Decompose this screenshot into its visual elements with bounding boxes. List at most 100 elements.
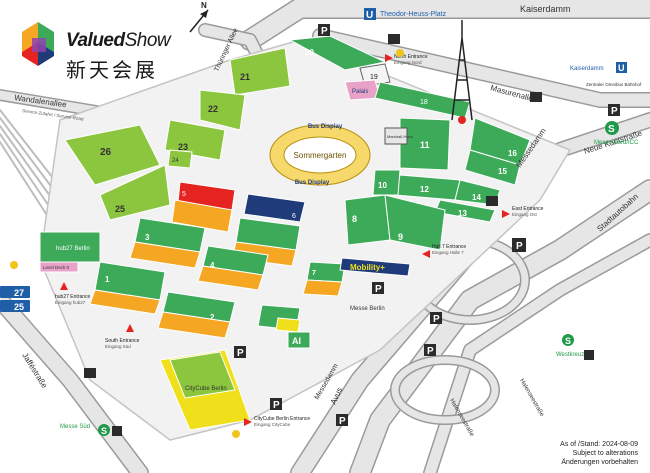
u-bahn-icon [364, 8, 376, 20]
east-entrance-label-de: Eingang Ost [512, 212, 538, 217]
svg-text:U: U [618, 63, 625, 73]
east-entrance[interactable]: East Entrance Eingang Ost [502, 206, 544, 218]
brand-logo-mark-icon [22, 22, 54, 66]
hall-9-label: 9 [398, 232, 403, 242]
hall-25-label: 25 [115, 204, 125, 214]
north-arrow-icon: N [189, 1, 209, 33]
svg-text:P: P [273, 400, 280, 411]
svg-text:P: P [339, 416, 346, 427]
hall-15-label: 15 [498, 167, 507, 176]
entrances: North Entrance Eingang Nord East Entranc… [55, 54, 544, 427]
parking-icon [318, 24, 330, 36]
hall-9[interactable] [384, 194, 446, 251]
s-bahn-icon [98, 424, 110, 436]
s-bahn-icon [562, 334, 574, 346]
ai-area[interactable] [287, 331, 311, 349]
hall-24-label: 24 [172, 158, 179, 164]
parking-icon [608, 104, 620, 116]
hall-2-orange[interactable] [157, 311, 231, 339]
parking-icons: P P P P P P P P P [234, 24, 620, 427]
accessibility-icon [112, 426, 122, 436]
citycube-entrance-label-de: Eingang CityCube [254, 422, 291, 427]
theodor-heuss-label: Theodor-Heuss-Platz [380, 11, 447, 18]
hall-15[interactable] [464, 149, 521, 186]
service-icons [10, 34, 594, 438]
hall-22[interactable] [199, 89, 246, 131]
messe-sued-station[interactable]: Messe Süd S [60, 424, 110, 436]
compass-label: N [201, 1, 207, 10]
hall-7-yellow[interactable] [275, 317, 301, 333]
parking-icon [512, 238, 526, 252]
hub27-label: hub27 Berlin [56, 246, 90, 252]
hall7-entrance[interactable]: Hall 7 Entrance Eingang Halle 7 [422, 244, 466, 258]
entrance-arrow-icon [422, 250, 430, 258]
bus-display-bottom-label: Bus Display [295, 180, 330, 186]
hall-4-orange[interactable] [197, 265, 264, 291]
hall-25[interactable] [99, 164, 171, 221]
footnote-stand: As of /Stand: 2024-08-09 [560, 441, 638, 448]
hall-24[interactable] [167, 149, 193, 169]
bus-icon [10, 261, 18, 269]
hall-10[interactable] [372, 169, 401, 196]
level-deck-b1[interactable] [39, 261, 79, 273]
hall-7-orange[interactable] [302, 279, 343, 297]
theodor-heuss-station[interactable]: U Theodor-Heuss-Platz [364, 8, 447, 21]
summer-garden-area: Sommergarten Bus Display Bus Display [269, 124, 371, 186]
hall-26[interactable] [64, 124, 161, 186]
citycube-green[interactable] [169, 351, 236, 399]
hall-26-label: 26 [100, 147, 112, 158]
hall-21[interactable] [229, 47, 291, 96]
mobility-area[interactable] [339, 257, 411, 277]
hub27-entrance-label: hub27 Entrance [55, 294, 91, 300]
westkreuz-station[interactable]: S Westkreuz [556, 334, 584, 358]
bus-station[interactable]: Zentraler Omnibus Bahnhof [586, 82, 642, 87]
kaiserdamm-label: Kaiserdamm [570, 66, 604, 72]
a100-sign-27 [0, 286, 30, 298]
svg-text:P: P [237, 348, 244, 359]
brand-name: ValuedShow [66, 30, 171, 51]
svg-text:25: 25 [14, 302, 24, 312]
hall7-entrance-label: Hall 7 Entrance [432, 244, 466, 250]
hall-1-orange[interactable] [89, 289, 161, 315]
entrance-arrow-icon [385, 54, 393, 62]
entrance-arrow-icon [60, 282, 68, 290]
hall-6-navy[interactable] [243, 193, 306, 223]
westkreuz-label: Westkreuz [556, 352, 584, 358]
marshall-haus[interactable] [384, 127, 408, 145]
north-entrance-label-de: Eingang Nord [394, 60, 422, 65]
north-entrance-label: North Entrance [394, 54, 428, 60]
hall-23[interactable] [164, 119, 226, 161]
hall-3-orange[interactable] [129, 241, 201, 269]
citycube-entrance-label: CityCube Berlin Entrance [254, 416, 310, 422]
hall-23-label: 23 [178, 142, 188, 152]
hall-8-label: 8 [352, 214, 357, 224]
citycube-entrance[interactable]: CityCube Berlin Entrance Eingang CityCub… [244, 416, 310, 427]
hall-11[interactable] [399, 117, 451, 171]
hub27-entrance[interactable]: hub27 Entrance Eingang hub27 [55, 282, 91, 305]
stations: U Theodor-Heuss-Platz Kaiserdamm U S Mes… [60, 8, 642, 436]
svg-text:S: S [565, 336, 571, 346]
kaiserdamm-station[interactable]: Kaiserdamm U [570, 62, 627, 73]
svg-text:P: P [611, 106, 618, 117]
hub27-entrance-label-de: Eingang hub27 [55, 300, 86, 305]
hall-5-label: 5 [182, 191, 186, 198]
south-entrance[interactable]: South Entrance Eingang Süd [105, 324, 140, 349]
svg-text:P: P [427, 346, 434, 357]
bus-icon [396, 49, 404, 57]
motorway-signs: 27 25 [0, 286, 30, 312]
hall-2-label: 2 [210, 313, 215, 322]
north-entrance[interactable]: North Entrance Eingang Nord [385, 54, 428, 65]
svg-text:U: U [366, 10, 373, 21]
hall-5-orange[interactable] [171, 199, 233, 233]
entrance-arrow-icon [244, 418, 252, 426]
u-bahn-icon [616, 62, 627, 73]
east-entrance-label: East Entrance [512, 206, 544, 212]
taxi-icon [388, 34, 400, 44]
taxi-icon [84, 368, 96, 378]
messe-nord-station[interactable]: S Messe Nord/ICC [594, 121, 639, 146]
citycube-label: CityCube Berlin [185, 386, 227, 392]
hall-13-label: 13 [458, 209, 467, 218]
map-footnote: As of /Stand: 2024-08-09 Subject to alte… [560, 440, 638, 467]
parking-icon [234, 346, 246, 358]
